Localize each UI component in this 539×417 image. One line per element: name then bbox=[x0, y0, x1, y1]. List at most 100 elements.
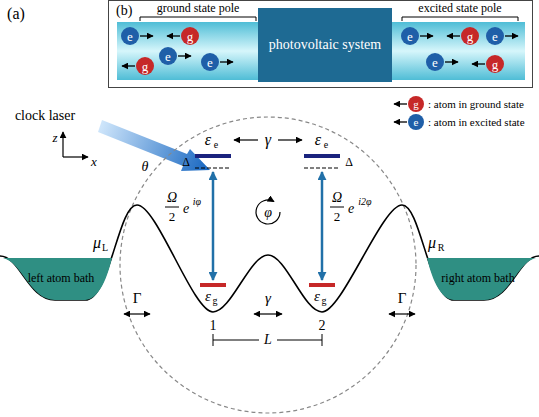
energy-level bbox=[195, 156, 340, 285]
atom-circle: e bbox=[486, 27, 504, 45]
atom-motion-arrow bbox=[167, 35, 180, 36]
energy-symbol: ε bbox=[205, 132, 211, 148]
energy-level bbox=[304, 168, 340, 169]
node-label: e bbox=[432, 56, 438, 69]
subscript: g bbox=[213, 296, 218, 306]
atom-bath: left atom bath bbox=[0, 250, 122, 306]
node-label: (b) bbox=[116, 4, 132, 18]
panel-letter: (a) bbox=[7, 6, 25, 22]
coupling-symbol: γ bbox=[265, 132, 271, 148]
site-number: 1 bbox=[210, 319, 217, 333]
axis-label: z bbox=[52, 131, 57, 144]
rabi-symbol: Ω bbox=[167, 191, 177, 205]
phase-loop bbox=[256, 200, 280, 224]
angle-symbol: θ bbox=[142, 160, 149, 174]
atom-circle: g bbox=[461, 27, 479, 45]
energy-level bbox=[304, 154, 340, 158]
atom-circle: e bbox=[401, 27, 419, 45]
site-number: 2 bbox=[319, 319, 326, 333]
node-label: right atom bath bbox=[441, 272, 514, 284]
tunnelling-rate: Γ bbox=[398, 291, 407, 306]
atom-circle: g bbox=[136, 57, 154, 75]
zoom-circle bbox=[120, 117, 416, 413]
potential-curve bbox=[0, 205, 539, 312]
coordinate-axes bbox=[62, 132, 63, 157]
length-label: L bbox=[264, 333, 272, 347]
photovoltaic-box: photovoltaic system bbox=[258, 8, 392, 82]
region-label: excited state pole bbox=[418, 2, 501, 14]
atom-motion-arrow bbox=[420, 35, 433, 36]
chemical-potential: μ bbox=[428, 235, 436, 251]
pole-bracket bbox=[402, 17, 518, 21]
atom-circle: g bbox=[181, 27, 199, 45]
atom-motion-arrow bbox=[447, 35, 460, 36]
superscript: iφ bbox=[193, 197, 201, 207]
atom-circle: e bbox=[201, 53, 219, 71]
length-bracket bbox=[322, 334, 323, 346]
energy-level bbox=[195, 154, 231, 158]
phase-factor: e bbox=[183, 202, 189, 216]
atom-motion-arrow bbox=[445, 61, 458, 62]
atom-motion-arrow bbox=[140, 35, 153, 36]
subscript: g bbox=[322, 296, 327, 306]
node-label: left atom bath bbox=[28, 272, 95, 284]
detuning-symbol: Δ bbox=[345, 156, 353, 168]
rabi-arrow bbox=[212, 172, 215, 280]
tunnelling-rate: γ bbox=[265, 291, 271, 306]
rabi-symbol: 2 bbox=[334, 210, 341, 223]
tunnelling-rate: Γ bbox=[133, 291, 142, 306]
node-label: e bbox=[127, 30, 133, 43]
node-label: photovoltaic system bbox=[269, 38, 381, 52]
atom-motion-arrow bbox=[122, 65, 135, 66]
axis-label: x bbox=[91, 155, 97, 168]
chemical-potential: μ bbox=[93, 235, 101, 251]
atom-motion-arrow bbox=[220, 61, 233, 62]
legend-text: : atom in excited state bbox=[428, 117, 525, 128]
clock-laser-arrow bbox=[98, 120, 210, 171]
length-bracket bbox=[213, 334, 214, 346]
node-label: e bbox=[407, 30, 413, 43]
rabi-arrow bbox=[321, 172, 324, 280]
node-label: e bbox=[165, 50, 171, 63]
atom-circle: e bbox=[159, 47, 177, 65]
energy-level bbox=[309, 283, 335, 287]
atom-motion-arrow bbox=[178, 55, 191, 56]
legend-entry: : atom in ground state bbox=[408, 96, 524, 112]
legend-text: : atom in ground state bbox=[428, 99, 524, 110]
laser-label: clock laser bbox=[15, 109, 75, 123]
clock-laser-arrow bbox=[98, 120, 210, 171]
detuning-symbol: Δ bbox=[182, 156, 190, 168]
legend-symbol: e bbox=[414, 117, 419, 128]
subscript: L bbox=[102, 243, 108, 253]
atom-motion-arrow bbox=[505, 35, 518, 36]
atom-bath: right atom bath bbox=[417, 250, 539, 306]
legend-symbol: g bbox=[413, 99, 419, 110]
atom-circle: g bbox=[486, 55, 504, 73]
bath-fill bbox=[427, 258, 536, 300]
tunnelling-arrow bbox=[278, 139, 302, 140]
tunnelling-arrow bbox=[124, 313, 150, 314]
tunnelling-arrow bbox=[234, 139, 258, 140]
phase-loop bbox=[256, 200, 280, 224]
atom-circle: e bbox=[121, 27, 139, 45]
atom-motion-arrow bbox=[394, 103, 407, 104]
legend-entry: : atom in excited state bbox=[408, 114, 525, 130]
energy-level bbox=[200, 283, 226, 287]
node-label: g bbox=[467, 30, 474, 43]
coordinate-axes bbox=[63, 132, 88, 157]
tunnelling-arrow bbox=[124, 140, 415, 314]
fraction-bar bbox=[165, 207, 179, 208]
subscript: R bbox=[438, 243, 445, 253]
subscript: e bbox=[324, 140, 328, 150]
atom-circle: e bbox=[426, 53, 444, 71]
fraction-bar bbox=[165, 207, 344, 208]
energy-symbol: ε bbox=[205, 289, 211, 304]
length-bracket bbox=[277, 340, 322, 341]
atom-motion-arrow bbox=[394, 121, 407, 122]
node-label: g bbox=[142, 60, 149, 73]
energy-level bbox=[195, 168, 231, 169]
tunnelling-arrow bbox=[254, 313, 282, 314]
length-bracket bbox=[213, 340, 259, 341]
